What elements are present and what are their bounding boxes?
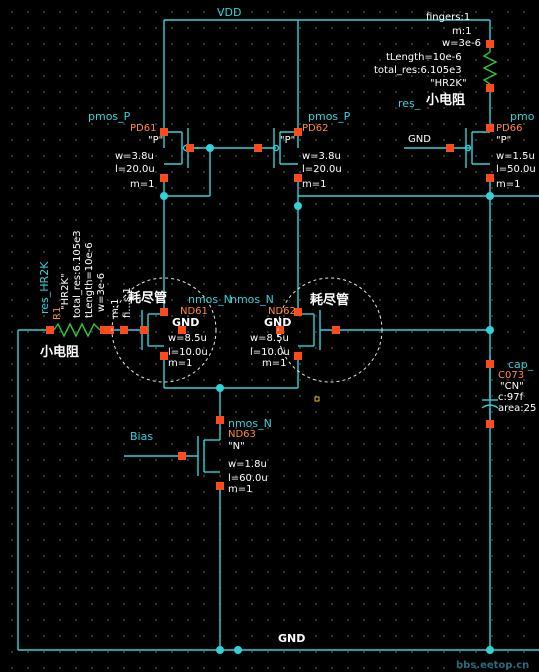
cap-area: area:25 bbox=[498, 403, 536, 414]
res-top-total-res: total_res:6.105e3 bbox=[374, 65, 462, 76]
nd61-inst-name: ND61 bbox=[180, 306, 208, 317]
watermark: bbs.eetop.cn bbox=[456, 660, 529, 671]
annotation-depletion-right: 耗尽管 bbox=[310, 292, 349, 308]
nmos-nd62[interactable] bbox=[294, 308, 340, 360]
pmos-pd62[interactable] bbox=[254, 128, 302, 182]
res-left-fingers: fi...s:1 bbox=[122, 287, 133, 318]
resistor-top[interactable] bbox=[482, 40, 498, 92]
res-left-inst-name: R1 bbox=[52, 307, 63, 320]
pd62-inst-name: PD62 bbox=[302, 123, 328, 134]
pd61-cell-name: pmos_P bbox=[88, 110, 131, 123]
pd61-w: w=3.8u bbox=[115, 151, 154, 162]
pd62-model: "P" bbox=[280, 135, 295, 146]
cap-cell-name: cap_ bbox=[508, 358, 534, 371]
net-label-vdd: VDD bbox=[217, 6, 241, 19]
net-label-gnd-pd66: GND bbox=[408, 134, 431, 145]
pd62-l: l=20.0u bbox=[302, 164, 342, 175]
net-label-bias: Bias bbox=[130, 430, 153, 443]
nd63-m: m=1 bbox=[228, 484, 252, 495]
nd63-w: w=1.8u bbox=[228, 459, 267, 470]
res-left-w: w=3e-6 bbox=[96, 273, 107, 312]
cap-c: c:97f bbox=[498, 392, 524, 403]
nd63-l: l=60.0u bbox=[228, 473, 268, 484]
pd62-cell-name: pmos_P bbox=[308, 110, 351, 123]
res-left-m: m:1 bbox=[110, 299, 121, 318]
pd61-l: l=20.0u bbox=[115, 164, 155, 175]
res-top-m: m:1 bbox=[452, 26, 471, 37]
nd62-l: l=10.0u bbox=[250, 347, 290, 358]
pd66-model: "P" bbox=[496, 135, 511, 146]
annotation-small-res-left: 小电阻 bbox=[40, 344, 79, 360]
res-left-tlength: tLength=10e-6 bbox=[84, 242, 95, 318]
extra-pins bbox=[140, 326, 284, 334]
pd66-w: w=1.5u bbox=[496, 151, 535, 162]
pd61-m: m=1 bbox=[130, 179, 154, 190]
depletion-highlight-right bbox=[277, 277, 383, 383]
res-top-tlength: tLength=10e-6 bbox=[386, 52, 462, 63]
res-left-model: "HR2K" bbox=[60, 273, 71, 310]
nd63-inst-name: ND63 bbox=[228, 429, 256, 440]
res-top-cell-name: res_ bbox=[398, 97, 421, 110]
res-left-cell-name: res_HR2K bbox=[38, 261, 51, 314]
nd61-w: w=8.5u bbox=[168, 333, 207, 344]
resistor-left[interactable] bbox=[46, 322, 114, 338]
nd62-gnd: GND bbox=[264, 316, 291, 329]
res-left-total-res: total_res:6.105e3 bbox=[72, 230, 83, 318]
res-top-model: "HR2K" bbox=[430, 78, 467, 89]
annotation-depletion-left: 耗尽管 bbox=[128, 290, 167, 306]
pd61-inst-name: PD61 bbox=[130, 123, 156, 134]
depletion-highlight-left bbox=[111, 277, 217, 383]
annotation-small-res-top: 小电阻 bbox=[426, 92, 465, 108]
pd66-m: m=1 bbox=[496, 179, 520, 190]
capacitor[interactable] bbox=[481, 360, 499, 428]
wires bbox=[17, 19, 539, 651]
net-label-gnd-bottom: GND bbox=[278, 632, 305, 645]
pmos-pd61[interactable] bbox=[160, 128, 200, 182]
nd61-cell-name: nmos_N bbox=[188, 293, 232, 306]
nd61-m: m=1 bbox=[168, 358, 192, 369]
pd61-model: "P" bbox=[148, 135, 163, 146]
nd61-gnd: GND bbox=[172, 316, 199, 329]
pmos-pd66[interactable] bbox=[446, 124, 494, 182]
pd66-l: l=50.0u bbox=[496, 164, 536, 175]
junction-dots bbox=[160, 144, 494, 654]
res-top-fingers: fingers:1 bbox=[426, 12, 470, 23]
nd62-inst-name: ND62 bbox=[268, 306, 296, 317]
nd63-model: "N" bbox=[228, 441, 245, 452]
nd62-w: w=8.5u bbox=[250, 333, 289, 344]
nd61-l: l=10.0u bbox=[168, 347, 208, 358]
nd62-m: m=1 bbox=[262, 358, 286, 369]
nd63-cell-name: nmos_N bbox=[228, 417, 272, 430]
pd66-inst-name: PD66 bbox=[496, 123, 522, 134]
cap-inst-name: C073 bbox=[498, 370, 524, 381]
cursor-marker bbox=[314, 396, 320, 402]
pd66-cell-name: pmo bbox=[510, 110, 535, 123]
pd62-m: m=1 bbox=[302, 179, 326, 190]
cap-model: "CN" bbox=[500, 381, 524, 392]
nd62-cell-name: nmos_N bbox=[230, 293, 274, 306]
pd62-w: w=3.8u bbox=[302, 151, 341, 162]
res-top-w: w=3e-6 bbox=[442, 38, 481, 49]
nmos-nd63[interactable] bbox=[178, 416, 224, 490]
